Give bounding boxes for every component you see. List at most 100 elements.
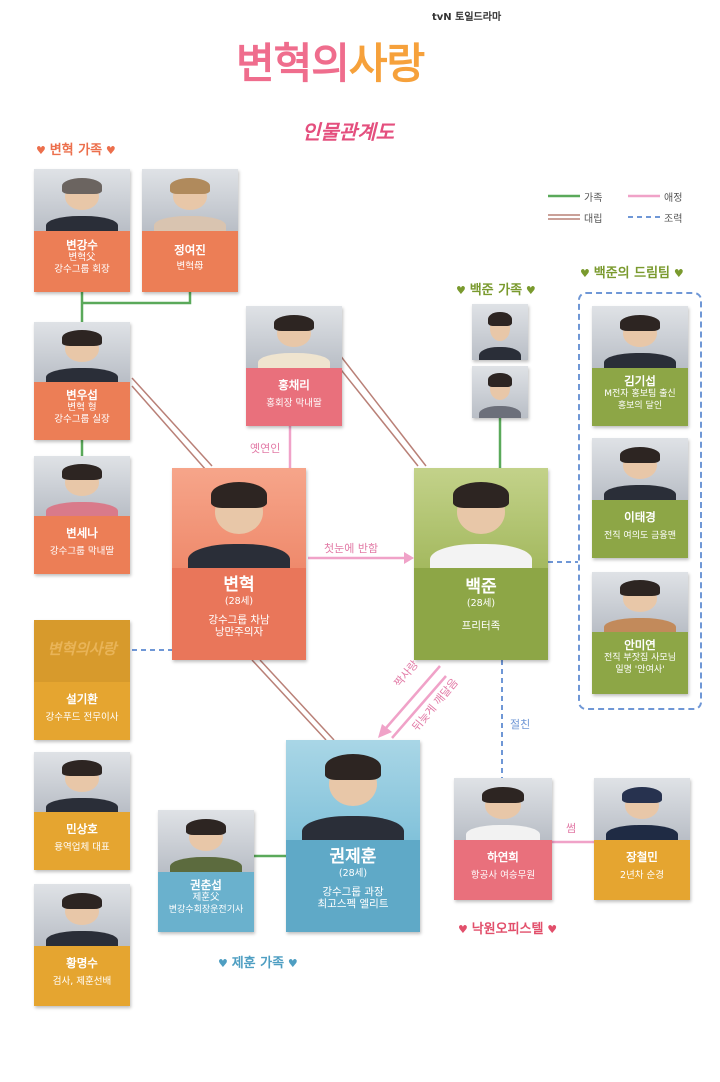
character-desc: 2년차 순경 (619, 870, 665, 881)
heart-icon: ♥ (102, 144, 116, 157)
character-age: (28세) (224, 596, 254, 607)
character-desc: 변강수회장운전기사 (168, 905, 244, 915)
card-baekjun[interactable]: 백준 (28세) 프리터족 (414, 468, 548, 660)
heart-icon: ♥ (580, 267, 594, 280)
heart-icon: ♥ (458, 923, 472, 936)
portrait-photo (472, 304, 528, 360)
affection-line-crush (385, 665, 441, 729)
character-name: 이태경 (624, 510, 656, 524)
drama-logo: 변혁의사랑 (236, 30, 425, 91)
character-desc: 홍보의 달인 (617, 401, 663, 411)
heart-icon: ♥ (284, 957, 298, 970)
section-jehoon-family-label: 제훈 가족 (231, 956, 285, 971)
card-min-sangho[interactable]: 민상호 용역업체 대표 (34, 752, 130, 870)
section-byunhyuk-family: ♥ 변혁 가족 ♥ (36, 139, 116, 158)
portrait-photo (592, 572, 688, 632)
card-kwon-chunseop[interactable]: 권춘섭 제훈父 변강수회장운전기사 (158, 810, 254, 932)
section-dream-team: ♥ 백준의 드림팀 ♥ (580, 262, 684, 281)
portrait-photo (34, 752, 130, 812)
character-desc: 용역업체 대표 (54, 842, 110, 853)
character-desc: 변혁 형 (67, 402, 97, 413)
logo-part2: 사랑 (348, 39, 425, 88)
character-name: 안미연 (624, 638, 656, 652)
heart-icon: ♥ (670, 267, 684, 280)
legend-affection: 애정 (664, 189, 682, 204)
card-seol-gihwan[interactable]: 변혁의사랑 설기환 강수푸드 전무이사 (34, 620, 130, 740)
portrait-photo (454, 778, 552, 840)
section-nakwon: ♥ 낙원오피스텔 ♥ (458, 918, 557, 937)
portrait-photo (592, 438, 688, 500)
first-sight-arrowhead (404, 552, 414, 564)
character-desc: 항공사 여승무원 (470, 870, 536, 881)
card-byun-sena[interactable]: 변세나 강수그룹 막내딸 (34, 456, 130, 574)
character-desc: 강수푸드 전무이사 (45, 712, 119, 723)
legend-family: 가족 (584, 189, 602, 204)
page-subtitle: 인물관계도 (302, 120, 394, 144)
character-desc: M전자 홍보팀 출신 (604, 389, 676, 399)
character-desc: 강수그룹 실장 (54, 414, 110, 425)
card-hwang-myeongsu[interactable]: 황명수 검사, 제훈선배 (34, 884, 130, 1006)
character-desc: 제훈父 (192, 892, 220, 903)
portrait-photo (34, 884, 130, 946)
card-lee-taekyung[interactable]: 이태경 전직 여의도 금융맨 (592, 438, 688, 558)
character-desc: 전직 여의도 금융맨 (604, 531, 676, 541)
heart-icon: ♥ (456, 284, 470, 297)
character-desc: 전직 부잣집 사모님 (604, 653, 676, 663)
legend-conflict-label: 대립 (584, 214, 603, 225)
section-jehoon-family: ♥ 제훈 가족 ♥ (218, 952, 298, 971)
card-byun-gangsu[interactable]: 변강수 변혁父 강수그룹 회장 (34, 169, 130, 292)
character-name: 장철민 (626, 850, 658, 864)
card-jang-cheolmin[interactable]: 장철민 2년차 순경 (594, 778, 690, 900)
character-desc: 일명 '안여사' (615, 665, 665, 675)
heart-icon: ♥ (543, 923, 558, 936)
section-dream-team-label: 백준의 드림팀 (593, 266, 670, 281)
character-name: 변우섭 (66, 388, 98, 402)
card-an-mimyeon[interactable]: 안미연 전직 부잣집 사모님 일명 '안여사' (592, 572, 688, 694)
card-byunhyuk[interactable]: 변혁 (28세) 강수그룹 차남 낭만주의자 (172, 468, 306, 660)
affection-line-late (391, 675, 447, 739)
character-name: 변혁 (223, 575, 255, 595)
legend-family-label: 가족 (584, 193, 603, 204)
conflict-line-useop-baekjun (329, 349, 427, 467)
section-baekjun-family: ♥ 백준 가족 ♥ (456, 279, 536, 298)
portrait-photo (286, 740, 420, 840)
character-age: (28세) (466, 598, 496, 609)
channel-badge: tvN 토일드라마 (432, 12, 502, 23)
character-desc: 강수그룹 과장 (322, 886, 384, 898)
character-name: 권제훈 (329, 847, 377, 867)
section-baekjun-family-label: 백준 가족 (469, 283, 523, 298)
character-name: 민상호 (66, 822, 98, 836)
card-byun-useop[interactable]: 변우섭 변혁 형 강수그룹 실장 (34, 322, 130, 440)
legend-cooperation: 조력 (664, 210, 682, 225)
portrait-photo (172, 468, 306, 568)
rel-ex-lover: 옛연인 (250, 442, 281, 455)
baekjun-mother-photo[interactable] (472, 366, 528, 418)
heart-icon: ♥ (522, 284, 536, 297)
character-desc: 프리터족 (461, 620, 501, 632)
character-desc: 낭만주의자 (214, 626, 264, 638)
card-hong-chaeri[interactable]: 홍채리 홍회장 막내딸 (246, 306, 342, 426)
crush-arrowhead (378, 724, 392, 738)
family-line-parents (80, 292, 192, 322)
logo-placeholder: 변혁의사랑 (34, 620, 130, 682)
portrait-photo (246, 306, 342, 368)
conflict-line-useop-byunhyuk (131, 377, 213, 471)
placeholder-logo: 변혁의사랑 (47, 640, 117, 658)
character-name: 백준 (465, 577, 497, 597)
baekjun-father-photo[interactable] (472, 304, 528, 360)
portrait-photo (414, 468, 548, 568)
portrait-photo (142, 169, 238, 231)
character-name: 황명수 (66, 956, 98, 970)
card-kwon-jehoon[interactable]: 권제훈 (28세) 강수그룹 과장 최고스펙 엘리트 (286, 740, 420, 932)
legend-conflict: 대립 (584, 210, 602, 225)
card-jung-yeojin[interactable]: 정여진 변혁母 (142, 169, 238, 292)
dream-team-box (578, 292, 702, 710)
rel-best-friend: 절친 (510, 718, 531, 731)
character-name: 권춘섭 (190, 878, 222, 892)
character-age: (28세) (338, 868, 368, 879)
character-desc: 변혁母 (176, 261, 204, 272)
card-kim-giseop[interactable]: 김기섭 M전자 홍보팀 출신 홍보의 달인 (592, 306, 688, 426)
card-ha-yeonhee[interactable]: 하연희 항공사 여승무원 (454, 778, 552, 900)
portrait-photo (594, 778, 690, 840)
